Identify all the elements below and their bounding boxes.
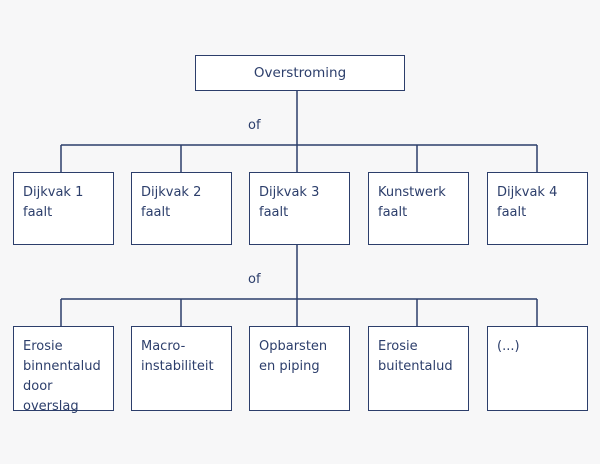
event-label: Erosie binnentalud door overslag [23, 339, 101, 414]
event-label: Erosie buitentalud [378, 339, 453, 374]
event-label: (...) [497, 339, 520, 354]
or-gate-label-bottom: of [248, 272, 261, 287]
event-label: Dijkvak 2 faalt [141, 185, 202, 220]
event-box-dijkvak-4: Dijkvak 4 faalt [487, 172, 588, 245]
event-box-dijkvak-2: Dijkvak 2 faalt [131, 172, 232, 245]
event-box-erosie-binnentalud: Erosie binnentalud door overslag [13, 326, 114, 414]
root-event-label: Overstroming [253, 65, 347, 81]
event-box-dijkvak-3: Dijkvak 3 faalt [249, 172, 350, 245]
event-box-kunstwerk: Kunstwerk faalt [368, 172, 469, 245]
event-label: Opbarsten en piping [259, 339, 328, 374]
event-label: Dijkvak 4 faalt [497, 185, 558, 220]
event-label: Dijkvak 1 faalt [23, 185, 84, 220]
or-gate-label-top: of [248, 118, 261, 133]
root-event-box: Overstroming [195, 55, 405, 91]
event-box-macro-instabiliteit: Macro- instabiliteit [131, 326, 232, 411]
event-box-erosie-buitentalud: Erosie buitentalud [368, 326, 469, 411]
event-box-dijkvak-1: Dijkvak 1 faalt [13, 172, 114, 245]
event-label: Kunstwerk faalt [378, 185, 446, 220]
event-label: Dijkvak 3 faalt [259, 185, 320, 220]
event-box-opbarsten-piping: Opbarsten en piping [249, 326, 350, 411]
event-box-other: (...) [487, 326, 588, 411]
event-label: Macro- instabiliteit [141, 339, 214, 374]
